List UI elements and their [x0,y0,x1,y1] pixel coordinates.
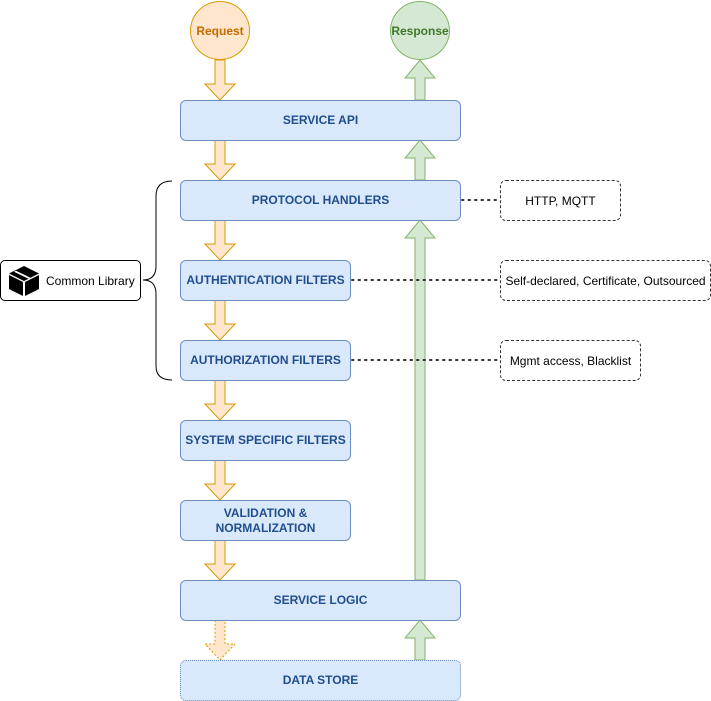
service-api-layer: SERVICE API [180,100,461,141]
validation-label-line2: NORMALIZATION [215,520,316,535]
validation-normalization-layer: VALIDATION & NORMALIZATION [180,500,351,541]
authorization-filters-layer: AUTHORIZATION FILTERS [180,340,351,381]
response-arrow-service-api [403,59,437,101]
request-arrow-1 [203,59,237,101]
validation-label-line1: VALIDATION & [223,505,308,520]
response-flow-arrows [403,59,437,661]
package-icon [9,265,39,296]
request-flow-arrows [203,59,237,661]
response-arrow-data-store [403,619,437,661]
authentication-methods-note: Self-declared, Certificate, Outsourced [500,260,711,301]
request-arrow-4 [203,299,237,341]
common-library-label: Common Library [46,273,135,288]
request-arrow-6 [203,459,237,501]
response-arrow-protocol-handlers [403,139,437,181]
request-node: Request [190,1,250,60]
authentication-filters-layer: AUTHENTICATION FILTERS [180,260,351,301]
response-node: Response [390,1,450,60]
request-arrow-2 [203,139,237,181]
request-arrow-5 [203,379,237,421]
note-connectors [351,199,501,361]
data-store-layer: DATA STORE [180,660,461,701]
system-specific-filters-layer: SYSTEM SPECIFIC FILTERS [180,420,351,461]
authorization-rules-note: Mgmt access, Blacklist [500,340,641,381]
protocols-note: HTTP, MQTT [500,180,621,221]
service-logic-layer: SERVICE LOGIC [180,580,461,621]
request-arrow-data-store [203,619,237,661]
common-library-brace [142,180,173,381]
protocol-handlers-layer: PROTOCOL HANDLERS [180,180,461,221]
request-arrow-3 [203,219,237,261]
common-library-box: Common Library [0,260,141,301]
response-arrow-service-logic [403,219,437,581]
request-arrow-7 [203,539,237,581]
